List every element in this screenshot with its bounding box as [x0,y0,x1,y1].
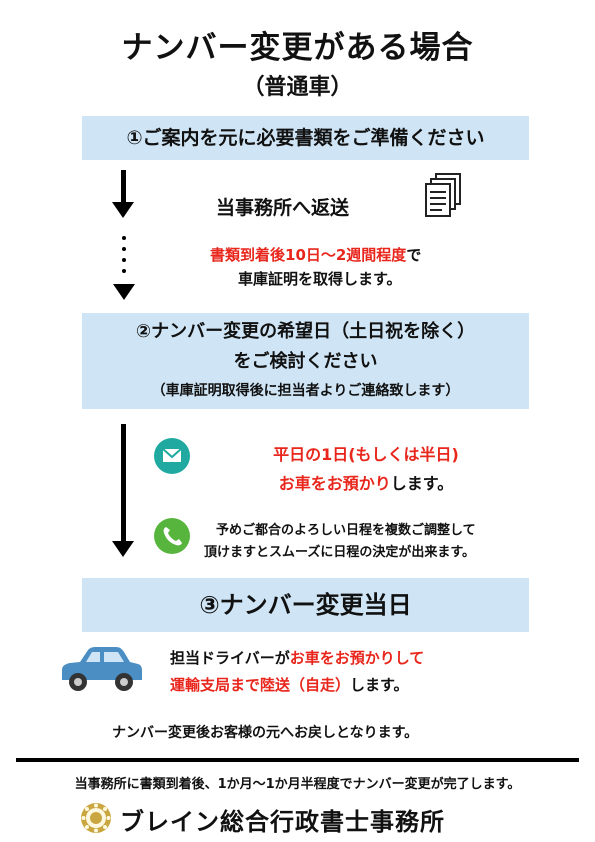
documents-icon [424,172,464,224]
mail-text: 平日の1日(もしくは半日) お車をお預かりします。 [236,440,496,498]
acquire-text: 書類到着後10日～2週間程度で 車庫証明を取得します。 [210,243,530,291]
car-icon [56,644,146,700]
phone-line2: 頂けますとスムーズに日程の決定が出来ます。 [204,545,476,560]
arrowhead-3 [112,541,134,557]
step2-band: ②ナンバー変更の希望日（土日祝を除く） をご検討ください （車庫証明取得後に担当… [82,313,529,409]
step1-label: ①ご案内を元に必要書類をご準備ください [126,127,485,149]
after-text: ナンバー変更後お客様の元へお戻しとなります。 [112,725,419,741]
dot [122,258,126,262]
phone-text: 予めご都合のよろしい日程を複数ご調整して 頂けますとスムーズに日程の決定が出来ま… [204,520,534,564]
mail-line2-rest: します。 [390,474,454,493]
step2-line1: ②ナンバー変更の希望日（土日祝を除く） [135,321,476,342]
acquire-red: 書類到着後10日～2週間程度 [210,246,407,264]
mail-line2: お車をお預かりします。 [236,469,496,498]
arrowhead-2 [113,284,135,300]
acquire-line1: 書類到着後10日～2週間程度で [210,243,530,267]
step3-label: ③ナンバー変更当日 [199,591,412,619]
arrow-line-3 [121,424,126,542]
mail-line2-red: お車をお預かり [278,474,391,493]
car-line2-rest: します。 [350,676,409,694]
dot [122,236,126,240]
office-name: ブレイン総合行政書士事務所 [120,808,445,836]
car-line1-plain: 担当ドライバーが [170,649,290,667]
step3-band: ③ナンバー変更当日 [82,578,529,632]
office-logo-icon [80,802,112,838]
step2-line3: （車庫証明取得後に担当者よりご連絡致します） [151,383,460,399]
phone-line1: 予めご都合のよろしい日程を複数ご調整して [216,523,476,538]
car-line2-red: 運輸支局まで陸送（自走） [170,676,351,694]
acquire-rest: で [406,246,422,264]
arrowhead-1 [112,202,134,218]
page-title: ナンバー変更がある場合 [121,30,474,66]
car-line2: 運輸支局まで陸送（自走）します。 [170,670,510,700]
acquire-line2: 車庫証明を取得します。 [238,270,402,288]
footer-note: 当事務所に書類到着後、1か月〜1か月半程度でナンバー変更が完了します。 [74,777,521,792]
arrow-line-1 [121,170,126,204]
divider [16,758,579,762]
dot [122,269,126,273]
step2-line2: をご検討ください [233,351,378,372]
mail-icon [154,438,190,474]
page-subtitle: （普通車） [242,75,353,100]
dot [122,247,126,251]
send-text: 当事務所へ返送 [216,197,350,219]
car-text: 担当ドライバーがお車をお預かりして 運輸支局まで陸送（自走）します。 [170,646,510,700]
mail-line1: 平日の1日(もしくは半日) [273,445,459,464]
phone-icon [154,518,190,554]
step1-band: ①ご案内を元に必要書類をご準備ください [82,116,529,160]
car-line1: 担当ドライバーがお車をお預かりして [170,646,510,670]
car-line1-red: お車をお預かりして [289,649,425,667]
